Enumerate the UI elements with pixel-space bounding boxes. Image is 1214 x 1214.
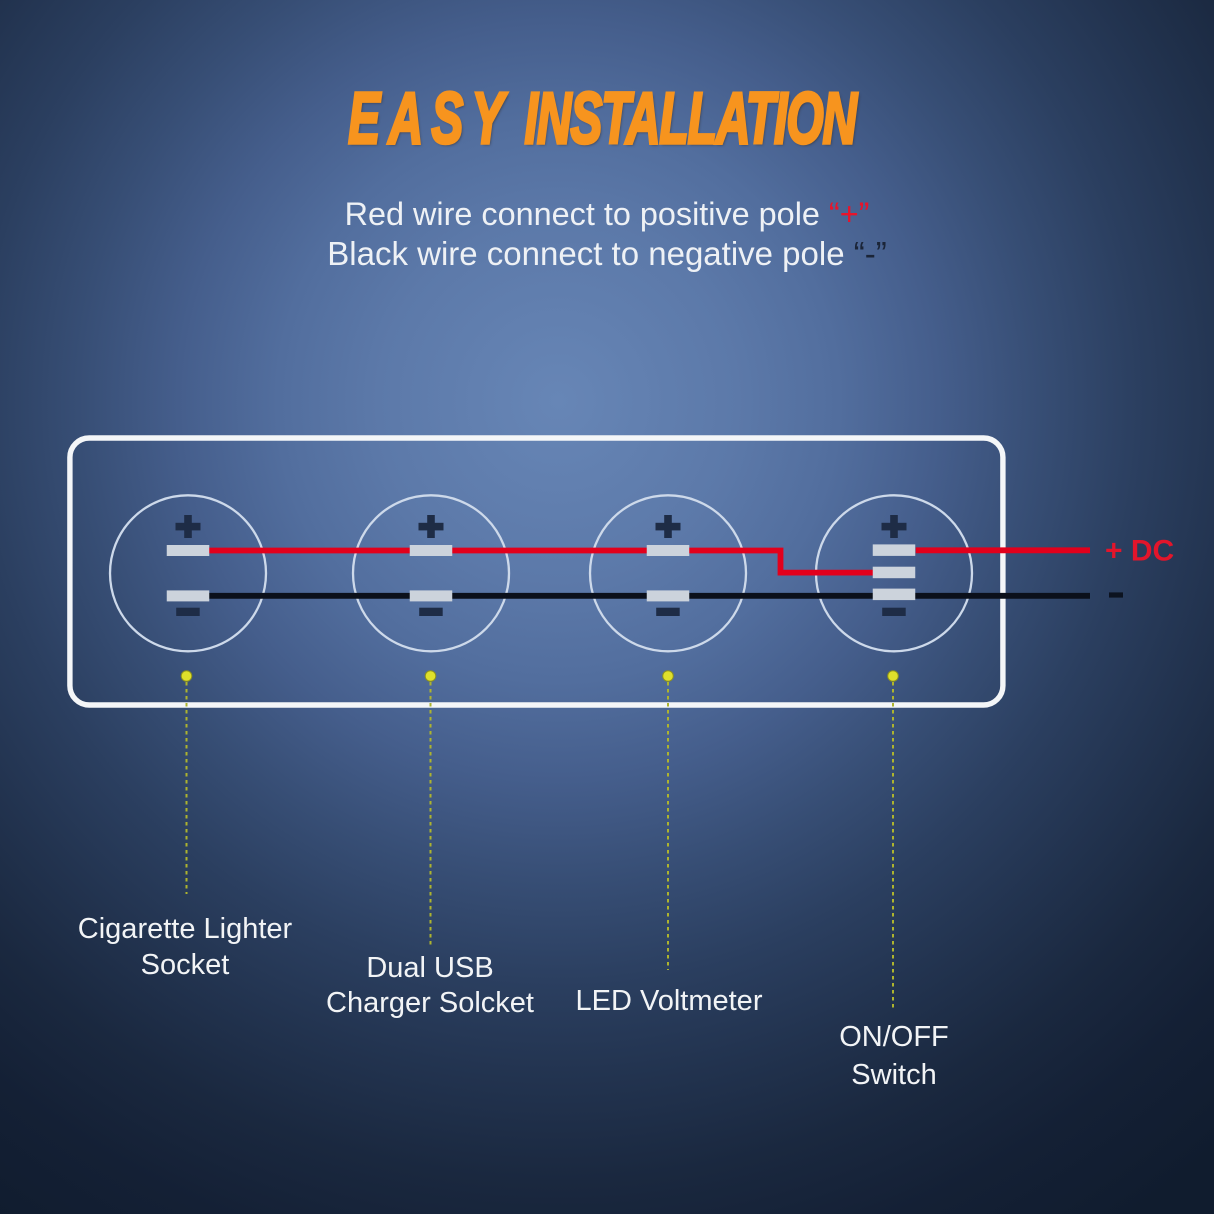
svg-text:+ DC: + DC: [1105, 535, 1174, 568]
